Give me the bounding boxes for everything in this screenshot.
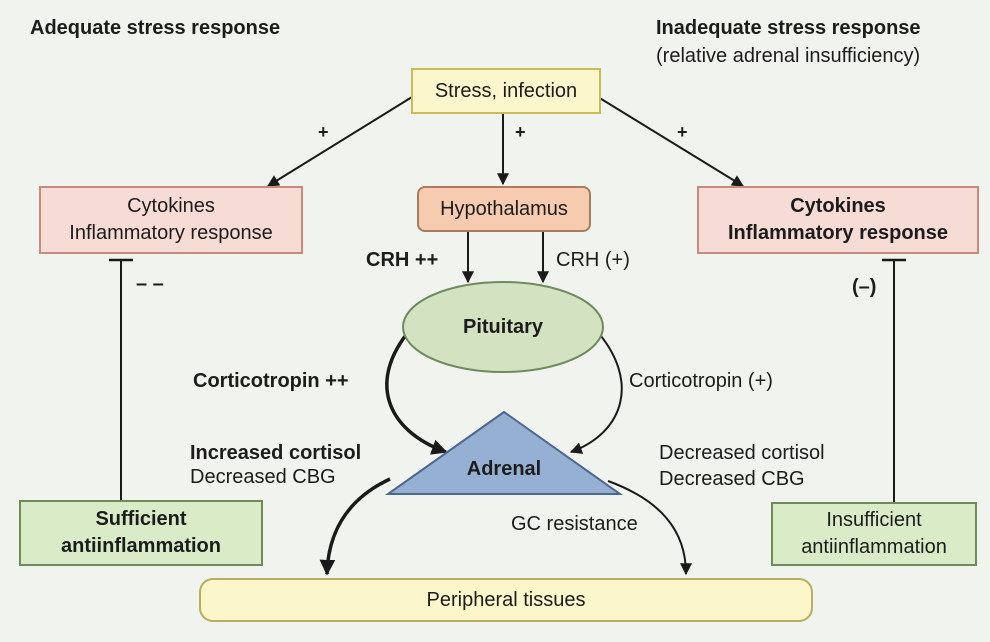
arrow-stress-to-right-cytokines — [597, 96, 745, 187]
left-cytokines-line2: Inflammatory response — [69, 222, 273, 244]
right-column-title: Inadequate stress response — [656, 17, 921, 39]
plus-sign-center: + — [515, 122, 526, 142]
left-anti-line2: antiinflammation — [60, 535, 221, 557]
adrenal-triangle — [384, 410, 624, 495]
arrow-adrenal-to-peripheral-left — [319, 477, 391, 576]
right-cytokines-box: Cytokines Inflammatory response — [697, 186, 979, 254]
crh-strong-label: CRH ++ — [366, 249, 439, 271]
arrow-corticotropin-weak — [569, 329, 623, 454]
right-outcome-line1: Decreased cortisol — [659, 442, 825, 464]
stress-infection-label: Stress, infection — [434, 79, 578, 102]
left-outcome-line2: Decreased CBG — [190, 466, 336, 488]
arrow-corticotropin-strong — [385, 328, 448, 455]
peripheral-tissues-label: Peripheral tissues — [426, 588, 586, 611]
left-column-title: Adequate stress response — [30, 17, 281, 39]
hypothalamus-label: Hypothalamus — [440, 197, 568, 220]
stress-infection-box: Stress, infection — [411, 68, 601, 114]
right-cytokines-line2: Inflammatory response — [727, 222, 949, 244]
pituitary-ellipse — [402, 281, 604, 373]
corticotropin-weak-label: Corticotropin (+) — [629, 370, 773, 392]
right-cytokines-line1: Cytokines — [790, 195, 886, 217]
left-cytokines-line1: Cytokines — [127, 195, 215, 217]
pituitary-label: Pituitary — [462, 316, 544, 338]
corticotropin-strong-label: Corticotropin ++ — [193, 370, 349, 392]
right-column-subtitle: (relative adrenal insufficiency) — [656, 45, 921, 67]
right-anti-line2: antiinflammation — [801, 536, 947, 558]
inhibition-left-label: – – — [136, 273, 164, 295]
right-antiinflammation-box: Insufficient antiinflammation — [771, 502, 977, 566]
plus-sign-right: + — [677, 122, 688, 142]
left-outcome-line1: Increased cortisol — [190, 442, 362, 464]
right-outcome-line2: Decreased CBG — [659, 468, 805, 490]
crh-weak-label: CRH (+) — [556, 249, 630, 271]
gc-resistance-label: GC resistance — [511, 513, 638, 535]
right-anti-line1: Insufficient — [826, 509, 922, 531]
arrow-stress-to-left-cytokines — [266, 96, 413, 187]
left-cytokines-box: Cytokines Inflammatory response — [39, 186, 303, 254]
left-anti-line1: Sufficient — [95, 508, 187, 530]
inhibition-right-label: (–) — [852, 276, 877, 298]
adrenal-label: Adrenal — [466, 458, 542, 480]
peripheral-tissues-box: Peripheral tissues — [199, 578, 813, 622]
hypothalamus-box: Hypothalamus — [417, 186, 591, 232]
arrow-adrenal-to-peripheral-right — [607, 480, 692, 576]
plus-sign-left: + — [318, 122, 329, 142]
left-antiinflammation-box: Sufficient antiinflammation — [19, 500, 263, 566]
